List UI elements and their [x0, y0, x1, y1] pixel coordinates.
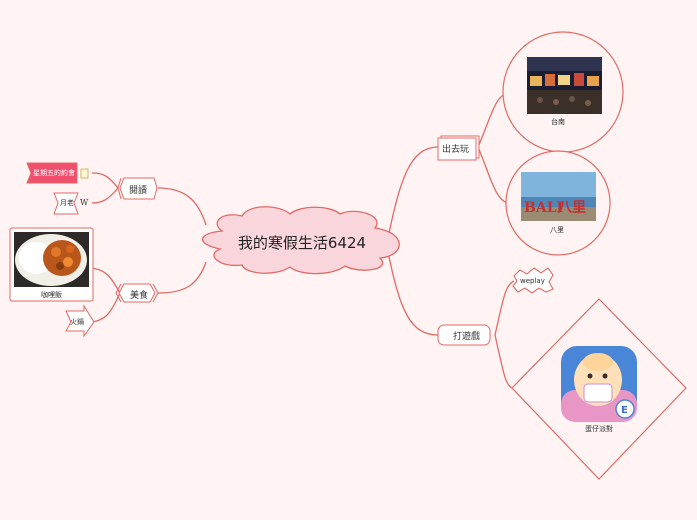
connector-center-food [157, 261, 207, 294]
yuelao-label[interactable]: 月老 [60, 199, 74, 207]
tainan-photo [527, 57, 602, 114]
center-title[interactable]: 我的寒假生活6424 [237, 234, 367, 252]
goout-node [437, 137, 477, 161]
hotpot-node [65, 304, 95, 338]
connector-center-games [387, 251, 439, 336]
svg-text:E: E [621, 405, 628, 416]
games-node [437, 324, 491, 346]
games-label[interactable]: 打遊戲 [453, 332, 481, 342]
connector-center-goout [387, 146, 439, 239]
connector-food-hotpot [91, 292, 121, 323]
connector-food-curry [91, 267, 121, 294]
reading-label[interactable]: 閱讀 [129, 186, 148, 196]
connector-games-weplay [494, 280, 515, 336]
curry-photo [14, 232, 89, 287]
svg-text:BALI: BALI [524, 200, 563, 216]
book-icon [80, 168, 89, 179]
tainan-caption: 台南 [551, 118, 565, 126]
eggy-party-caption: 蛋仔派對 [585, 425, 613, 433]
connector-reading-friday [91, 172, 119, 189]
center-node[interactable] [201, 206, 400, 275]
curry-caption: 咖哩飯 [41, 291, 62, 299]
connector-center-reading [157, 187, 207, 226]
eggy-party-icon: E [561, 346, 637, 422]
food-label[interactable]: 美食 [130, 291, 149, 301]
food-node [118, 283, 156, 303]
wiki-icon: W [80, 198, 89, 207]
connector-goout-bali [477, 146, 509, 204]
yuelao-node [53, 192, 79, 215]
bali-photo: BALI 八里 [521, 172, 596, 221]
reading-node [119, 177, 158, 200]
bali-caption: 八里 [550, 226, 564, 234]
weplay-label[interactable]: weplay [520, 277, 545, 285]
connector-games-eggy [494, 334, 513, 389]
friday-date-node [26, 162, 78, 184]
friday-date-label[interactable]: 星期五的約會 [33, 169, 75, 177]
weplay-node [512, 267, 554, 294]
svg-text:八里: 八里 [557, 200, 586, 216]
connector-reading-yuelao [91, 187, 119, 204]
goout-label[interactable]: 出去玩 [442, 145, 470, 155]
hotpot-label[interactable]: 火鍋 [70, 318, 84, 326]
